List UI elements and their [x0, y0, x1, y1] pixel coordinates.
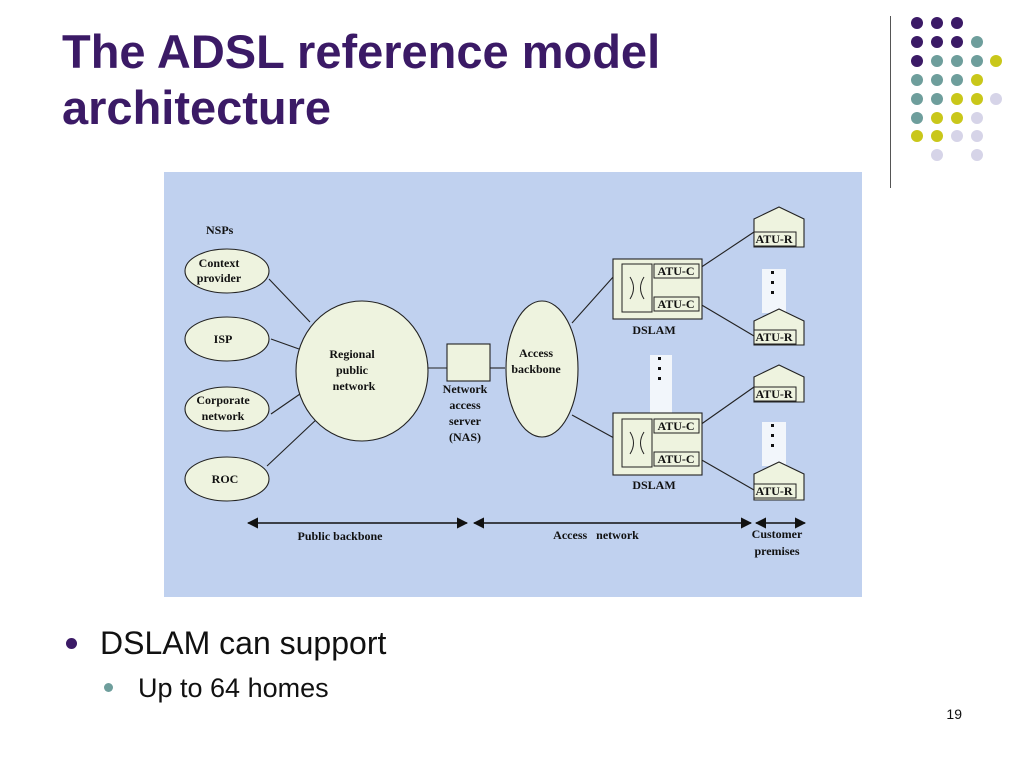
house-1-atu-r: ATU-R [755, 232, 792, 246]
title-line-1: The ADSL reference model [62, 25, 661, 78]
house-ellipsis-1 [771, 271, 774, 294]
dslam-top-atu-c-2: ATU-C [657, 297, 694, 311]
title-divider [890, 16, 891, 188]
roc-node [184, 456, 270, 502]
nas-label-4: (NAS) [449, 430, 481, 444]
access-backbone-node [505, 300, 579, 438]
dslam-top-atu-c-1: ATU-C [657, 264, 694, 278]
access-network-label: Access network [553, 528, 639, 542]
house-2-atu-r: ATU-R [755, 330, 792, 344]
nas-label-3: server [449, 414, 482, 428]
regional-network-node [295, 300, 429, 442]
public-backbone-label: Public backbone [297, 529, 383, 543]
title-line-2: architecture [62, 81, 332, 134]
corporate-network-label-1: Corporate [196, 393, 250, 407]
nsps-label: NSPs [206, 223, 234, 237]
roc-label: ROC [212, 472, 239, 486]
dslam-bottom-label: DSLAM [632, 478, 675, 492]
connector-lines [266, 231, 755, 491]
dslam-top-atu-c-2-box [653, 296, 700, 312]
regional-network-label-2: public [336, 363, 369, 377]
dslam-ellipsis-background [650, 355, 672, 413]
adsl-diagram-svg: NSPs Context provider ISP Corporate netw… [164, 172, 862, 597]
slide-title: The ADSL reference model architecture [62, 24, 862, 136]
dslam-ellipsis [658, 357, 661, 380]
dslam-bottom-atu-c-1-box [653, 418, 700, 434]
decorative-dot-grid [911, 17, 1002, 161]
bullet-1: DSLAM can support [62, 620, 862, 666]
dslam-top-switch-icon [629, 276, 645, 300]
dslam-bottom-switch-icon [629, 431, 645, 455]
isp-label: ISP [214, 332, 233, 346]
adsl-diagram: NSPs Context provider ISP Corporate netw… [164, 172, 862, 597]
nas-label-2: access [449, 398, 481, 412]
isp-node [184, 316, 270, 362]
context-provider-label-1: Context [199, 256, 240, 270]
access-backbone-label-2: backbone [511, 362, 561, 376]
dslam-bottom-atu-c-1: ATU-C [657, 419, 694, 433]
nas-label-1: Network [443, 382, 488, 396]
bullet-2: Up to 64 homes [100, 666, 862, 710]
context-provider-node [184, 248, 270, 294]
house-4 [753, 461, 805, 501]
corporate-network-node [184, 386, 270, 432]
bullet-list: DSLAM can support Up to 64 homes [62, 620, 862, 710]
house-4-atu-r: ATU-R [755, 484, 792, 498]
regional-network-label-1: Regional [329, 347, 375, 361]
house-3 [753, 364, 805, 403]
customer-premises-label-2: premises [754, 544, 799, 558]
page-number: 19 [946, 706, 962, 722]
regional-network-label-3: network [333, 379, 376, 393]
house-1 [753, 206, 805, 248]
corporate-network-label-2: network [202, 409, 245, 423]
context-provider-label-2: provider [197, 271, 242, 285]
dslam-bottom-atu-c-2-box [653, 451, 700, 467]
house-ellipsis-2 [771, 424, 774, 447]
house-3-atu-r: ATU-R [755, 387, 792, 401]
dslam-top-label: DSLAM [632, 323, 675, 337]
dslam-top-switch [621, 263, 653, 313]
dslam-bottom-switch [621, 418, 653, 468]
nas-box [446, 343, 491, 382]
house-2 [753, 308, 805, 346]
dslam-bottom-atu-c-2: ATU-C [657, 452, 694, 466]
dslam-top-atu-c-1-box [653, 263, 700, 279]
customer-premises-label-1: Customer [752, 527, 803, 541]
access-backbone-label-1: Access [519, 346, 553, 360]
